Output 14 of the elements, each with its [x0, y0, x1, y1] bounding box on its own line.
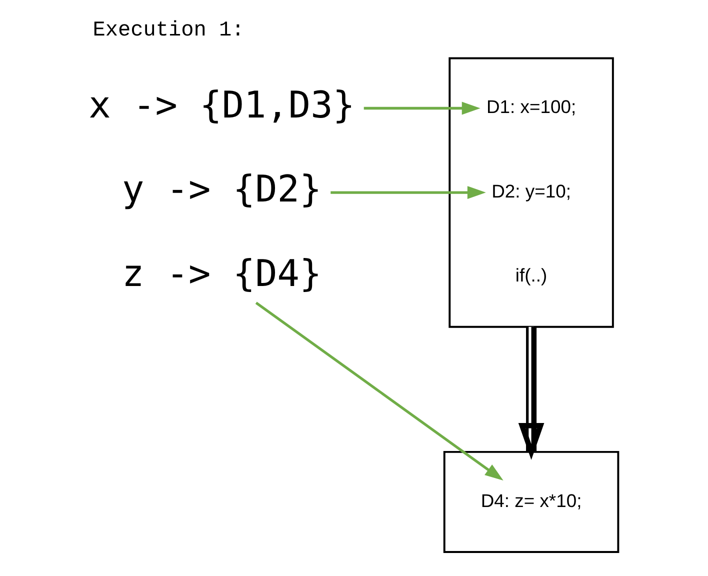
cluster: [448, 57, 614, 328]
node-text: D1: x=100;: [486, 96, 576, 118]
node-text: z -> {D4}: [121, 252, 322, 295]
node-text: x -> {D1,D3}: [88, 83, 354, 126]
node-text: y -> {D2}: [121, 168, 322, 211]
node-text: D2: y=10;: [491, 180, 570, 202]
node-text: if(..): [514, 264, 547, 286]
node-text: D4: z= x*10;: [480, 490, 582, 511]
arrow: [518, 326, 544, 460]
arrow: [254, 302, 503, 481]
diagram-title: Execution 1:: [92, 18, 244, 43]
cluster: [442, 450, 619, 554]
arrow: [330, 186, 486, 199]
arrow: [363, 102, 480, 115]
